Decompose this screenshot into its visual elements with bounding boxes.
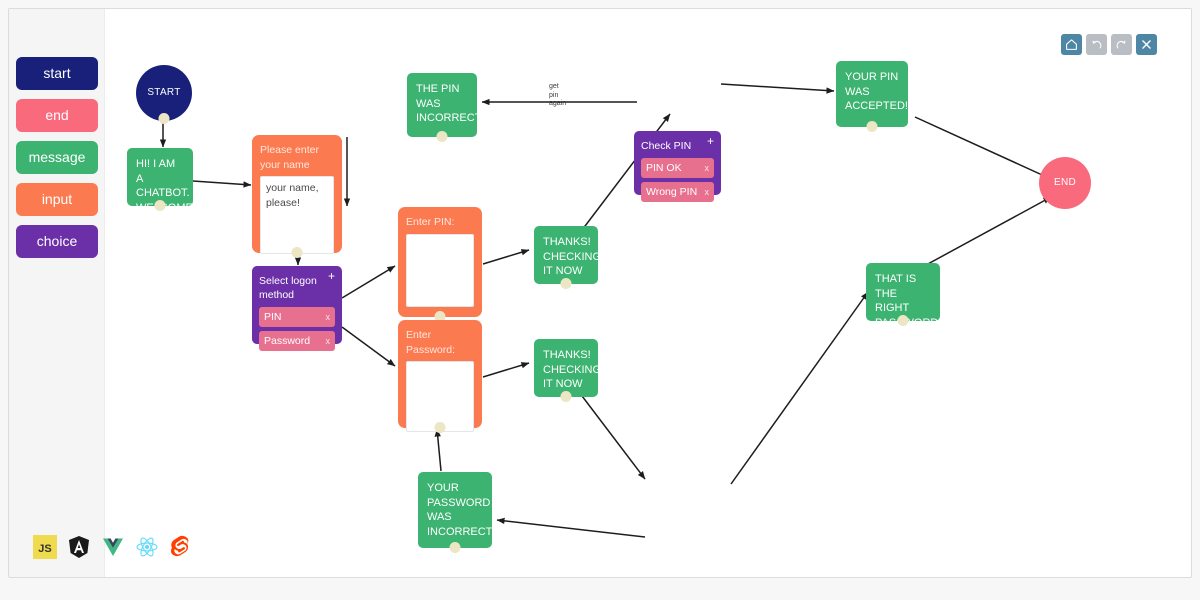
node-palette-sidebar: start end message input choice JS — [9, 9, 189, 577]
vue-logo — [101, 535, 125, 559]
choice-option-label: PIN OK — [646, 162, 682, 174]
choice-option-label: Wrong PIN — [646, 186, 698, 198]
undo-icon[interactable] — [1086, 34, 1107, 55]
node-input-ask-name[interactable]: Please enter your name your name, please… — [252, 135, 342, 258]
palette-item-start[interactable]: start — [16, 57, 98, 90]
node-connector-dot[interactable] — [449, 542, 461, 553]
node-text: YOUR PIN WAS ACCEPTED! — [845, 71, 908, 112]
password-input-field[interactable] — [406, 361, 474, 432]
choice-option-pin[interactable]: PIN x — [259, 307, 335, 327]
node-input-enter-pin[interactable]: Enter PIN: — [398, 207, 482, 322]
palette-item-choice[interactable]: choice — [16, 225, 98, 258]
editor-toolbar — [1061, 34, 1157, 55]
node-connector-dot[interactable] — [291, 247, 303, 258]
svg-text:JS: JS — [38, 543, 51, 555]
node-message-pin-incorrect[interactable]: THE PIN WAS INCORRECT — [407, 73, 481, 142]
remove-option-icon[interactable]: x — [325, 336, 331, 346]
node-connector-dot[interactable] — [436, 131, 448, 142]
node-choice-title: Select logon method — [259, 275, 317, 301]
node-connector-dot[interactable] — [158, 113, 170, 124]
node-end-label: END — [1053, 176, 1076, 188]
svelte-logo — [169, 535, 193, 559]
node-input-label: Please enter your name — [260, 144, 319, 171]
node-end[interactable]: END — [1039, 157, 1091, 209]
add-option-button[interactable]: + — [327, 269, 335, 283]
node-connector-dot[interactable] — [560, 391, 572, 402]
node-input-enter-password[interactable]: Enter Password: — [398, 320, 482, 433]
remove-option-icon[interactable]: x — [704, 163, 710, 173]
pin-input-field[interactable] — [406, 233, 474, 307]
node-start-label: START — [147, 86, 181, 98]
node-connector-dot[interactable] — [434, 422, 446, 433]
palette-item-input[interactable]: input — [16, 183, 98, 216]
choice-option-pin-ok[interactable]: PIN OK x — [641, 158, 714, 178]
node-connector-dot[interactable] — [154, 200, 166, 211]
add-option-button[interactable]: + — [706, 134, 714, 148]
node-choice-title: Check PIN — [641, 140, 692, 152]
node-input-label: Enter Password: — [406, 329, 456, 356]
home-icon[interactable] — [1061, 34, 1082, 55]
node-text: THANKS! CHECKING IT NOW — [543, 349, 602, 390]
angular-logo — [67, 535, 91, 559]
node-message-checking-password[interactable]: THANKS! CHECKING IT NOW — [534, 339, 602, 402]
node-message-pin-accepted[interactable]: YOUR PIN WAS ACCEPTED! — [836, 61, 908, 132]
choice-option-wrong-pin[interactable]: Wrong PIN x — [641, 182, 714, 202]
node-choice-check-pin[interactable]: + Check PIN PIN OK x Wrong PIN x — [634, 131, 721, 202]
choice-option-label: PIN — [264, 311, 282, 323]
redo-icon[interactable] — [1111, 34, 1132, 55]
node-message-greeting[interactable]: HI! I AM A CHATBOT. WELCOME. — [127, 148, 196, 214]
node-message-right-password[interactable]: THAT IS THE RIGHT PASSWORD. — [866, 263, 941, 329]
node-text: HI! I AM A CHATBOT. WELCOME. — [136, 158, 196, 214]
node-connector-dot[interactable] — [897, 315, 909, 326]
remove-option-icon[interactable]: x — [325, 312, 331, 322]
palette-item-message[interactable]: message — [16, 141, 98, 174]
node-message-checking-pin[interactable]: THANKS! CHECKING IT NOW — [534, 226, 602, 289]
palette-button-list: start end message input choice — [16, 57, 98, 267]
react-logo — [135, 535, 159, 559]
node-start[interactable]: START — [136, 65, 192, 124]
remove-option-icon[interactable]: x — [704, 187, 710, 197]
node-connector-dot[interactable] — [560, 278, 572, 289]
framework-logo-row: JS — [33, 535, 193, 559]
choice-option-password[interactable]: Password x — [259, 331, 335, 351]
javascript-logo: JS — [33, 535, 57, 559]
node-text: THANKS! CHECKING IT NOW — [543, 236, 602, 277]
editor-canvas-frame: start end message input choice JS — [8, 8, 1192, 578]
close-icon[interactable] — [1136, 34, 1157, 55]
choice-option-label: Password — [264, 335, 311, 347]
name-input-field[interactable]: your name, please! — [260, 176, 334, 254]
node-connector-dot[interactable] — [434, 311, 446, 322]
node-text: YOUR PASSWORD WAS INCORRECT. — [427, 482, 495, 538]
palette-item-end[interactable]: end — [16, 99, 98, 132]
node-text: THE PIN WAS INCORRECT — [416, 83, 482, 124]
node-choice-select-logon[interactable]: + Select logon method PIN x Password x — [252, 266, 342, 351]
node-text: THAT IS THE RIGHT PASSWORD. — [875, 273, 942, 329]
node-input-label: Enter PIN: — [406, 216, 455, 228]
node-connector-dot[interactable] — [866, 121, 878, 132]
node-message-password-incorrect[interactable]: YOUR PASSWORD WAS INCORRECT. — [418, 472, 495, 553]
